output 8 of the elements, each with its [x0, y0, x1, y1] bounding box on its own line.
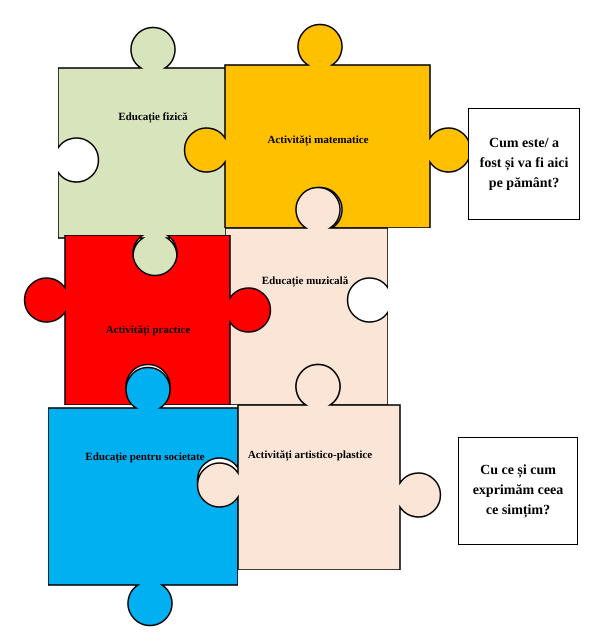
piece-label: Educație pentru societate: [84, 450, 206, 465]
question-box: Cum este/ a fost și va fi aici pe pământ?: [468, 108, 580, 220]
piece-label: Activități practice: [104, 323, 192, 338]
question-box: Cu ce și cum exprimăm ceea ce simțim?: [458, 437, 578, 545]
piece-label: Activități matematice: [266, 133, 370, 148]
piece-label: Educație muzicală: [260, 274, 350, 289]
piece-label: Educație fizică: [117, 110, 189, 125]
piece-label: Activități artistico-plastice: [246, 448, 374, 463]
